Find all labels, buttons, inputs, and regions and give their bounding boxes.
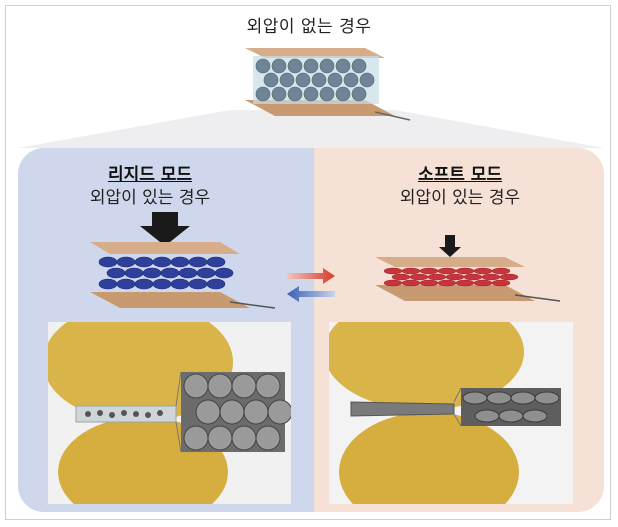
pressure-arrow-large bbox=[140, 212, 190, 246]
rigid-mode-photo bbox=[48, 322, 291, 504]
rigid-mode-subtitle: 외압이 있는 경우 bbox=[89, 188, 211, 208]
finger-top bbox=[329, 322, 524, 410]
top-stack-illustration bbox=[245, 48, 411, 121]
rigid-mode-title: 리지드 모드 bbox=[107, 165, 193, 185]
finger-bottom bbox=[339, 412, 519, 504]
arrow-right-red bbox=[287, 268, 335, 284]
top-title: 외압이 없는 경우 bbox=[246, 17, 372, 37]
soft-mode-title: 소프트 모드 bbox=[417, 165, 503, 185]
soft-mode-subtitle: 외압이 있는 경우 bbox=[399, 188, 521, 208]
rigid-stack-illustration bbox=[90, 212, 276, 309]
arrow-left-blue bbox=[287, 286, 335, 302]
soft-stack-illustration bbox=[375, 235, 561, 302]
pressure-arrow-small bbox=[439, 235, 461, 257]
soft-mode-photo bbox=[329, 322, 573, 504]
soft-sample bbox=[350, 401, 455, 417]
mode-switch-arrows bbox=[287, 268, 335, 302]
